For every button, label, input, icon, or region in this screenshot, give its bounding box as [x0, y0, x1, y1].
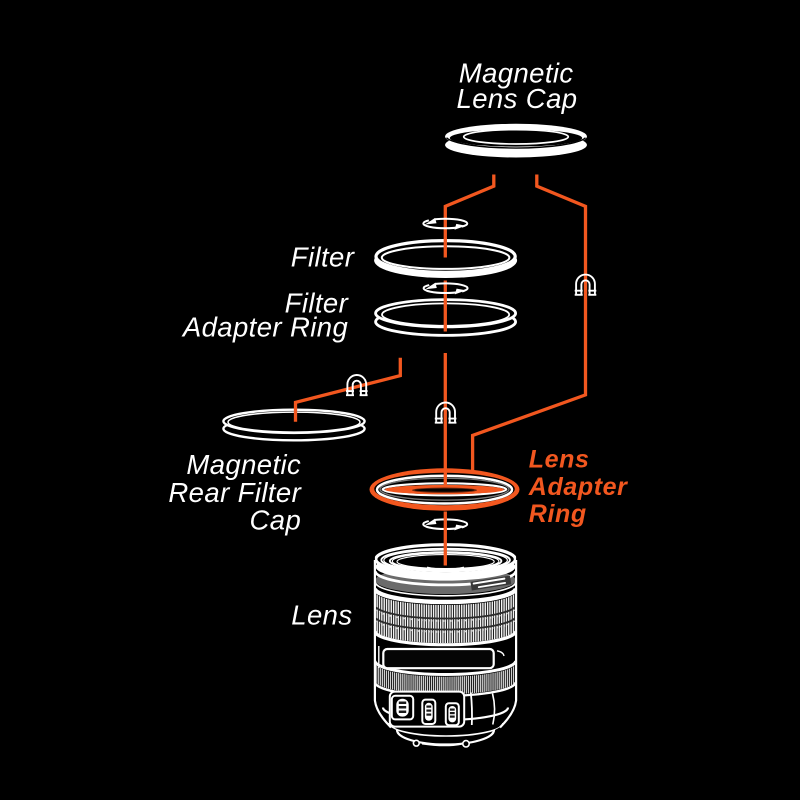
svg-text:Rear Filter: Rear Filter [168, 477, 302, 508]
svg-text:Cap: Cap [250, 505, 302, 536]
svg-text:Lens: Lens [291, 599, 352, 630]
svg-text:Lens Cap: Lens Cap [457, 83, 578, 114]
svg-text:Magnetic: Magnetic [186, 449, 301, 480]
svg-text:Magnetic: Magnetic [459, 58, 574, 89]
svg-text:Ring: Ring [529, 500, 587, 528]
svg-text:Filter: Filter [291, 241, 356, 272]
svg-text:Adapter Ring: Adapter Ring [181, 311, 349, 342]
svg-text:Adapter: Adapter [528, 473, 628, 501]
svg-text:Lens: Lens [529, 446, 590, 474]
svg-text:Filter: Filter [285, 288, 350, 319]
